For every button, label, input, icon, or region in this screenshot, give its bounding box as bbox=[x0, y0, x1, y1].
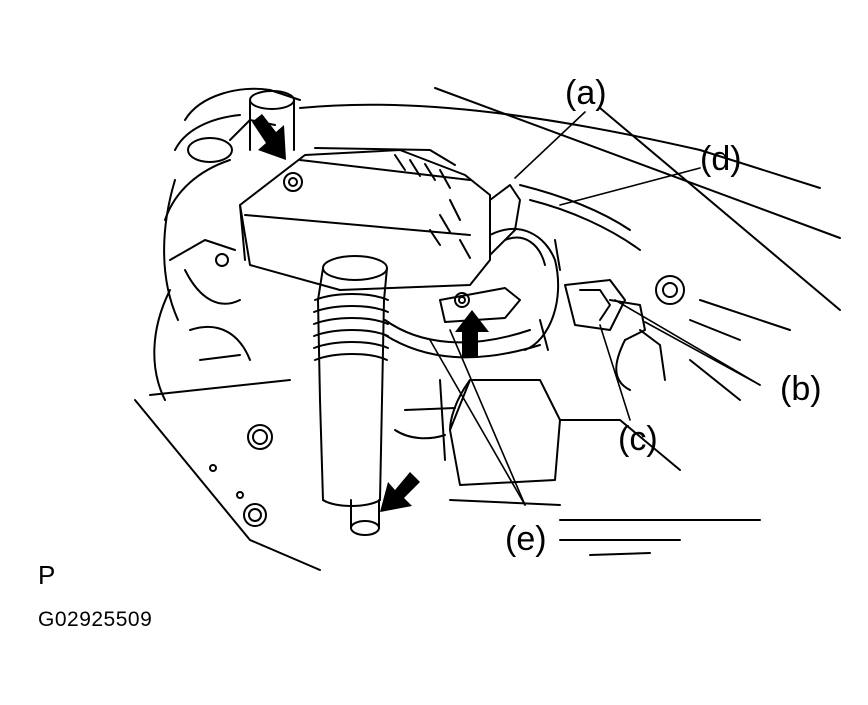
intake-hose bbox=[313, 255, 389, 536]
leader-lines bbox=[429, 111, 761, 506]
arrow-up-icon bbox=[455, 310, 489, 358]
callout-label-b: (b) bbox=[780, 370, 822, 408]
callout-label-d: (d) bbox=[700, 140, 742, 178]
callout-label-c: (c) bbox=[618, 420, 658, 458]
air-cleaner-case bbox=[239, 147, 521, 291]
arrow-icon-group bbox=[252, 114, 489, 512]
callout-label-e: (e) bbox=[505, 520, 547, 558]
left-components bbox=[163, 87, 301, 527]
body-outline bbox=[134, 87, 841, 571]
arrow-down-right-icon bbox=[252, 114, 286, 160]
corner-mark: P bbox=[38, 560, 56, 590]
callout-label-a: (a) bbox=[565, 74, 607, 112]
right-components bbox=[384, 184, 791, 486]
figure-code: G02925509 bbox=[38, 608, 153, 631]
arrow-down-left-icon bbox=[380, 472, 420, 512]
